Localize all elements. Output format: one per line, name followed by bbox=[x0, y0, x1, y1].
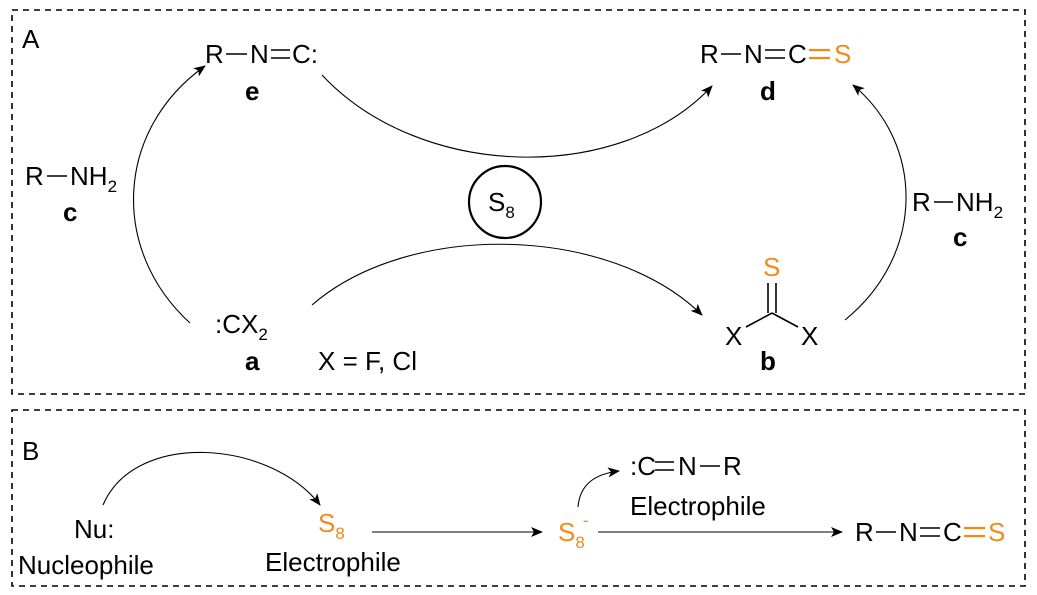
nucleophile-symbol: Nu: bbox=[74, 514, 114, 544]
s8-electrophile-label: Electrophile bbox=[265, 547, 401, 577]
arrow-anion-attack bbox=[577, 467, 620, 508]
compound-d-label: d bbox=[760, 76, 776, 106]
compound-b-label: b bbox=[760, 346, 776, 376]
d-r-text: R bbox=[700, 39, 719, 69]
prod-r-text: R bbox=[855, 517, 874, 547]
b-cx-bond-right bbox=[771, 312, 799, 328]
nucleophile-label: Nucleophile bbox=[18, 550, 154, 580]
panel-a-label: A bbox=[22, 24, 40, 54]
amine-c-left: R NH2 c bbox=[25, 161, 117, 227]
carbene-a: :CX2 a X = F, Cl bbox=[215, 309, 417, 376]
c-right-r-text: R bbox=[912, 187, 931, 217]
amine-c-right: R NH2 c bbox=[912, 187, 1003, 252]
d-c-text: C bbox=[788, 39, 807, 69]
compound-c-left-label: c bbox=[63, 197, 77, 227]
arrow-a-to-b bbox=[311, 243, 703, 316]
compound-c-right-label: c bbox=[953, 222, 967, 252]
e-c-text: C: bbox=[292, 39, 318, 69]
carbene-a-text: :CX2 bbox=[215, 309, 268, 344]
c-left-r-text: R bbox=[25, 161, 44, 191]
e-r-text: R bbox=[205, 39, 224, 69]
s8-electrophile-text: S8 bbox=[318, 508, 345, 543]
arrow-a-to-e bbox=[132, 65, 206, 324]
iso-r-text: R bbox=[723, 451, 742, 481]
isocyanide-electrophile: :C N R Electrophile bbox=[630, 451, 766, 521]
panel-b-label: B bbox=[22, 436, 39, 466]
iso-c-text: :C bbox=[630, 451, 656, 481]
c-left-nh2-text: NH2 bbox=[70, 161, 117, 196]
c-right-nh2-text: NH2 bbox=[956, 187, 1003, 222]
x-definition-text: X = F, Cl bbox=[318, 346, 417, 376]
d-n-text: N bbox=[744, 39, 763, 69]
isothiocyanate-d: R N C S d bbox=[700, 39, 851, 106]
arrow-b-to-d bbox=[844, 84, 907, 321]
thiocarbonyl-b: S X X b bbox=[725, 252, 818, 376]
prod-c-text: C bbox=[943, 517, 962, 547]
prod-n-text: N bbox=[899, 517, 918, 547]
product-isothiocyanate: R N C S bbox=[855, 517, 1005, 547]
s8-text: S8 bbox=[488, 187, 515, 222]
s8-anion-text: S8- bbox=[558, 511, 588, 552]
b-x2-text: X bbox=[801, 321, 818, 351]
d-sulfur-text: S bbox=[834, 39, 851, 69]
arrow-nucleophilic-attack bbox=[102, 451, 321, 506]
panel-a-frame bbox=[11, 9, 1026, 395]
b-cx-bond-left bbox=[745, 312, 773, 328]
arrow-e-to-d bbox=[321, 74, 713, 158]
isocyanide-electrophile-label: Electrophile bbox=[630, 491, 766, 521]
prod-sulfur-text: S bbox=[988, 517, 1005, 547]
panel-b-frame bbox=[11, 409, 1026, 587]
iso-n-text: N bbox=[678, 451, 697, 481]
s8-catalyst: S8 bbox=[467, 164, 543, 240]
b-sulfur-text: S bbox=[763, 252, 780, 282]
isocyanide-e: R N C: e bbox=[205, 39, 318, 106]
s8-circle bbox=[467, 164, 543, 240]
compound-a-label: a bbox=[245, 346, 260, 376]
e-n-text: N bbox=[250, 39, 269, 69]
b-x1-text: X bbox=[725, 321, 742, 351]
compound-e-label: e bbox=[245, 76, 259, 106]
